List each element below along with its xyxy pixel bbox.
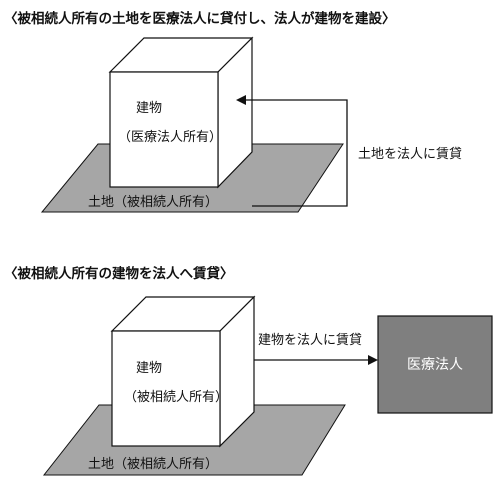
diagram-land-lease: 建物 （医療法人所有） 土地（被相続人所有） 土地を法人に賃貸 — [40, 36, 462, 213]
lease-arrow-head — [236, 95, 246, 105]
medical-corporation-label: 医療法人 — [407, 356, 463, 373]
medical-corporation-box — [377, 315, 493, 414]
building-label: 建物 — [136, 361, 162, 376]
lease-arrow-label: 建物を法人に賃貸 — [258, 332, 362, 348]
land-label: 土地（被相続人所有） — [88, 457, 218, 472]
building-front-face — [109, 71, 219, 188]
lease-arrow-line — [244, 99, 348, 207]
building-front-face — [111, 330, 221, 447]
lease-arrow-label: 土地を法人に賃貸 — [358, 146, 462, 162]
section1-heading: 〈被相続人所有の土地を医療法人に貸付し、法人が建物を建設〉 — [4, 11, 396, 27]
building-label: 建物 — [136, 101, 162, 116]
building-owner-label: （医療法人所有） — [118, 130, 222, 145]
building-owner-label: （被相続人所有） — [124, 390, 228, 405]
lease-arrow-head — [368, 355, 378, 365]
land-label: 土地（被相続人所有） — [88, 195, 218, 210]
section2-heading: 〈被相続人所有の建物を法人へ賃貸〉 — [4, 266, 234, 282]
